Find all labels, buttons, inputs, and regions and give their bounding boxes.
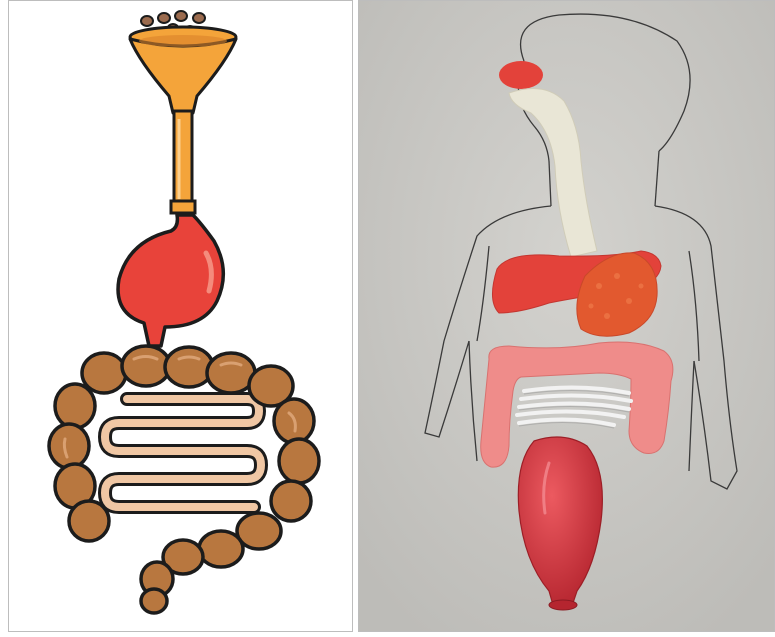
illustration-panel <box>8 0 353 632</box>
mouth-clay <box>499 61 543 89</box>
digestive-illustration <box>9 1 354 633</box>
stomach <box>118 215 223 346</box>
balloon-knot <box>549 600 577 610</box>
clay-model-photo <box>359 1 775 632</box>
small-intestine <box>105 399 261 507</box>
funnel-esophagus <box>130 27 236 213</box>
photo-panel <box>358 0 775 632</box>
